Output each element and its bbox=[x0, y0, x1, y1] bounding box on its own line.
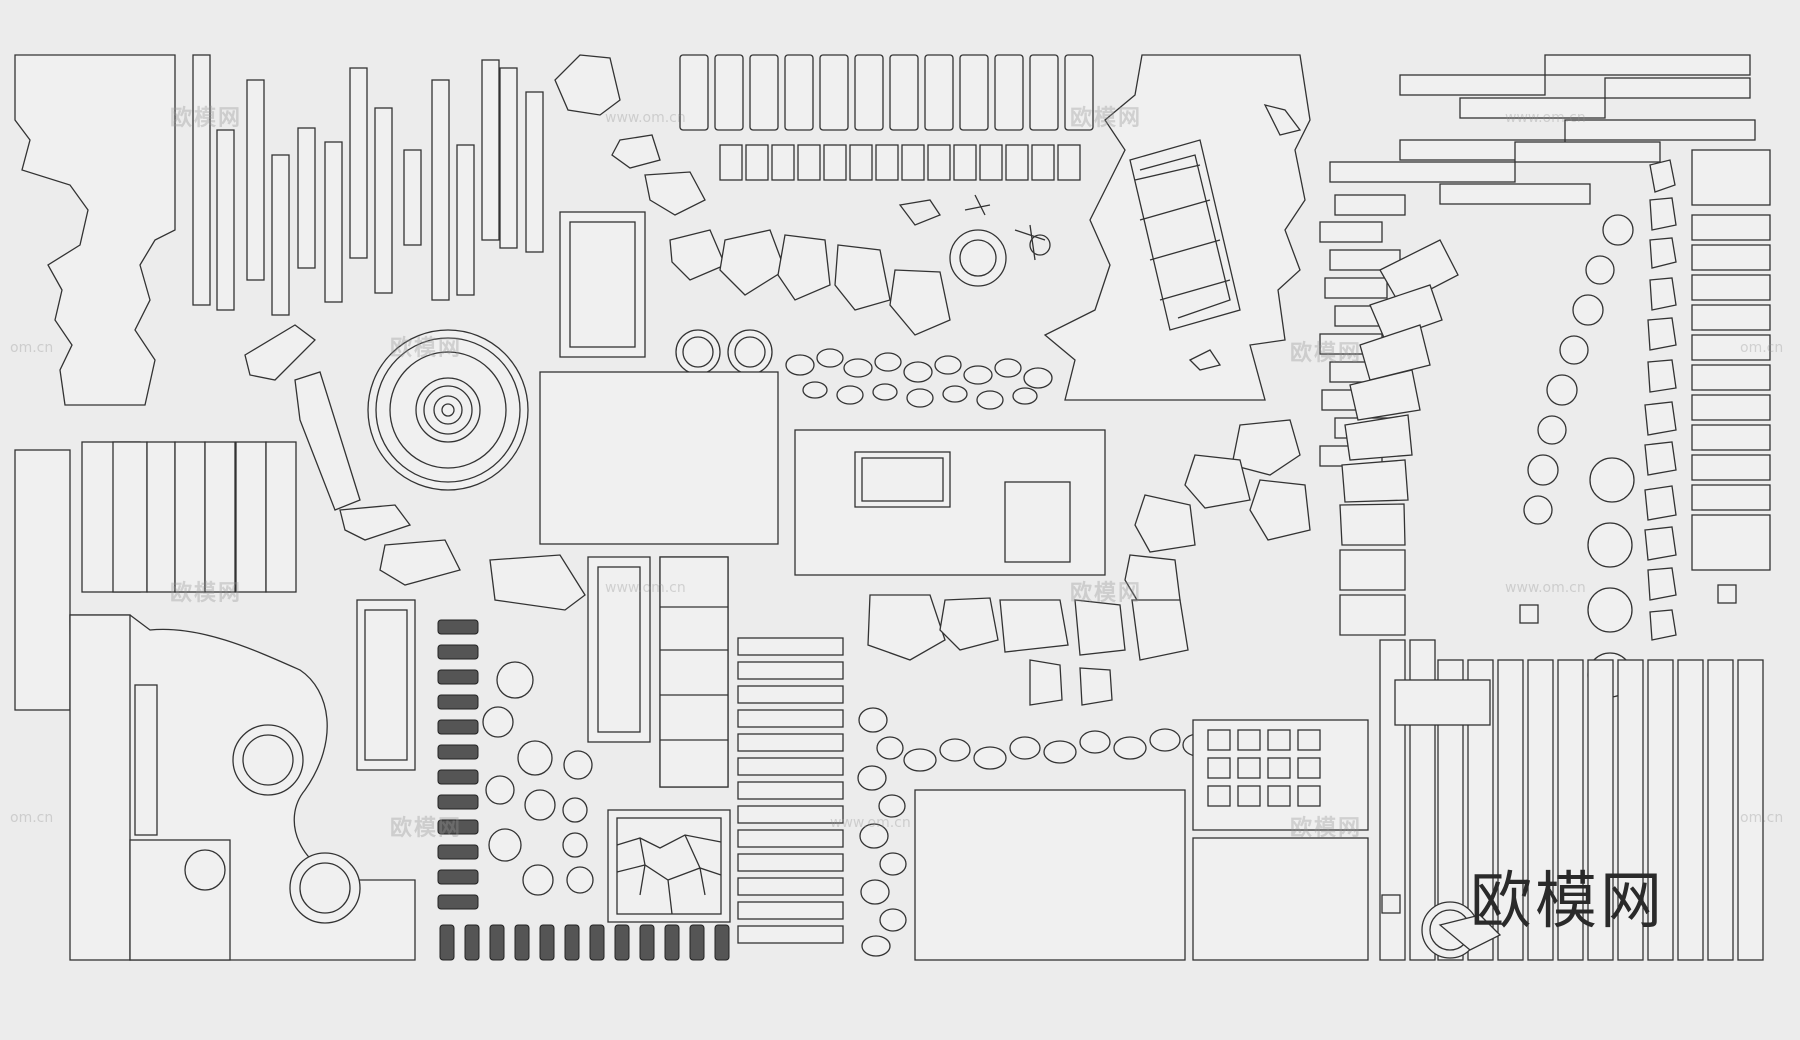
irregular-stones-top bbox=[554, 54, 951, 336]
horizontal-plank-group bbox=[14, 441, 297, 711]
watermark-text: 欧模网 bbox=[1290, 341, 1363, 366]
watermark-text: 欧模网 bbox=[390, 816, 463, 841]
watermark-text: 欧模网 bbox=[390, 336, 463, 361]
planter-boxes bbox=[559, 211, 729, 788]
watermark-text: 欧模网 bbox=[1070, 106, 1143, 131]
watermark-domain: om.cn bbox=[10, 810, 54, 826]
dark-paver-row bbox=[439, 924, 730, 961]
watermark-url: www.om.cn bbox=[605, 110, 686, 126]
small-square-markers bbox=[1381, 584, 1737, 914]
watermark-url: www.om.cn bbox=[1505, 110, 1586, 126]
watermark-text: 欧模网 bbox=[1290, 816, 1363, 841]
plank-ladder bbox=[737, 637, 844, 944]
watermark-url: www.om.cn bbox=[1505, 580, 1586, 596]
crazy-paving-square bbox=[607, 809, 731, 923]
round-tubs bbox=[675, 329, 773, 375]
watermark-domain: om.cn bbox=[10, 340, 54, 356]
irregular-paving-bottom bbox=[867, 594, 1189, 706]
irregular-stones-center bbox=[1124, 419, 1311, 606]
top-right-planks bbox=[1329, 54, 1756, 205]
small-square-tile-row bbox=[719, 144, 1081, 181]
pebbles-bottom-middle bbox=[903, 728, 1214, 772]
brand-mark: 欧模网 bbox=[1470, 864, 1666, 937]
pebble-string-middle bbox=[785, 348, 1053, 410]
dark-paver-column bbox=[437, 619, 479, 910]
circular-fountain bbox=[367, 329, 529, 491]
notched-tile-row bbox=[679, 54, 1094, 131]
irregular-stones-right bbox=[1644, 159, 1677, 641]
curved-plaza bbox=[69, 614, 416, 961]
watermark-text: 欧模网 bbox=[170, 106, 243, 131]
pebble-column bbox=[857, 707, 907, 957]
paving-slab-bottom bbox=[914, 789, 1186, 961]
round-planter-bottom-right bbox=[1421, 901, 1502, 959]
watermark-domain: om.cn bbox=[1740, 340, 1784, 356]
watermark-url: www.om.cn bbox=[605, 580, 686, 596]
paver-strip-left bbox=[356, 599, 416, 771]
garden-vignette bbox=[898, 194, 1051, 287]
paving-slab-large bbox=[539, 371, 779, 545]
round-stones-right bbox=[1523, 214, 1635, 698]
pergola-area bbox=[1043, 54, 1311, 401]
watermark-domain: om.cn bbox=[1740, 810, 1784, 826]
diagonal-stepping-path bbox=[244, 324, 586, 611]
central-slab bbox=[794, 429, 1106, 576]
watermark-url: www.om.cn bbox=[830, 815, 911, 831]
watermark-text: 欧模网 bbox=[170, 581, 243, 606]
round-stepping-stones bbox=[482, 661, 594, 896]
torn-edge-panel bbox=[14, 54, 176, 406]
bottom-right-vertical-planks bbox=[1379, 639, 1764, 961]
vertical-plank-group bbox=[192, 54, 544, 316]
right-tile-stack bbox=[1691, 149, 1771, 571]
grid-tile-block bbox=[1192, 719, 1369, 961]
curved-slab-path bbox=[1339, 239, 1459, 636]
watermark-text: 欧模网 bbox=[1070, 581, 1143, 606]
